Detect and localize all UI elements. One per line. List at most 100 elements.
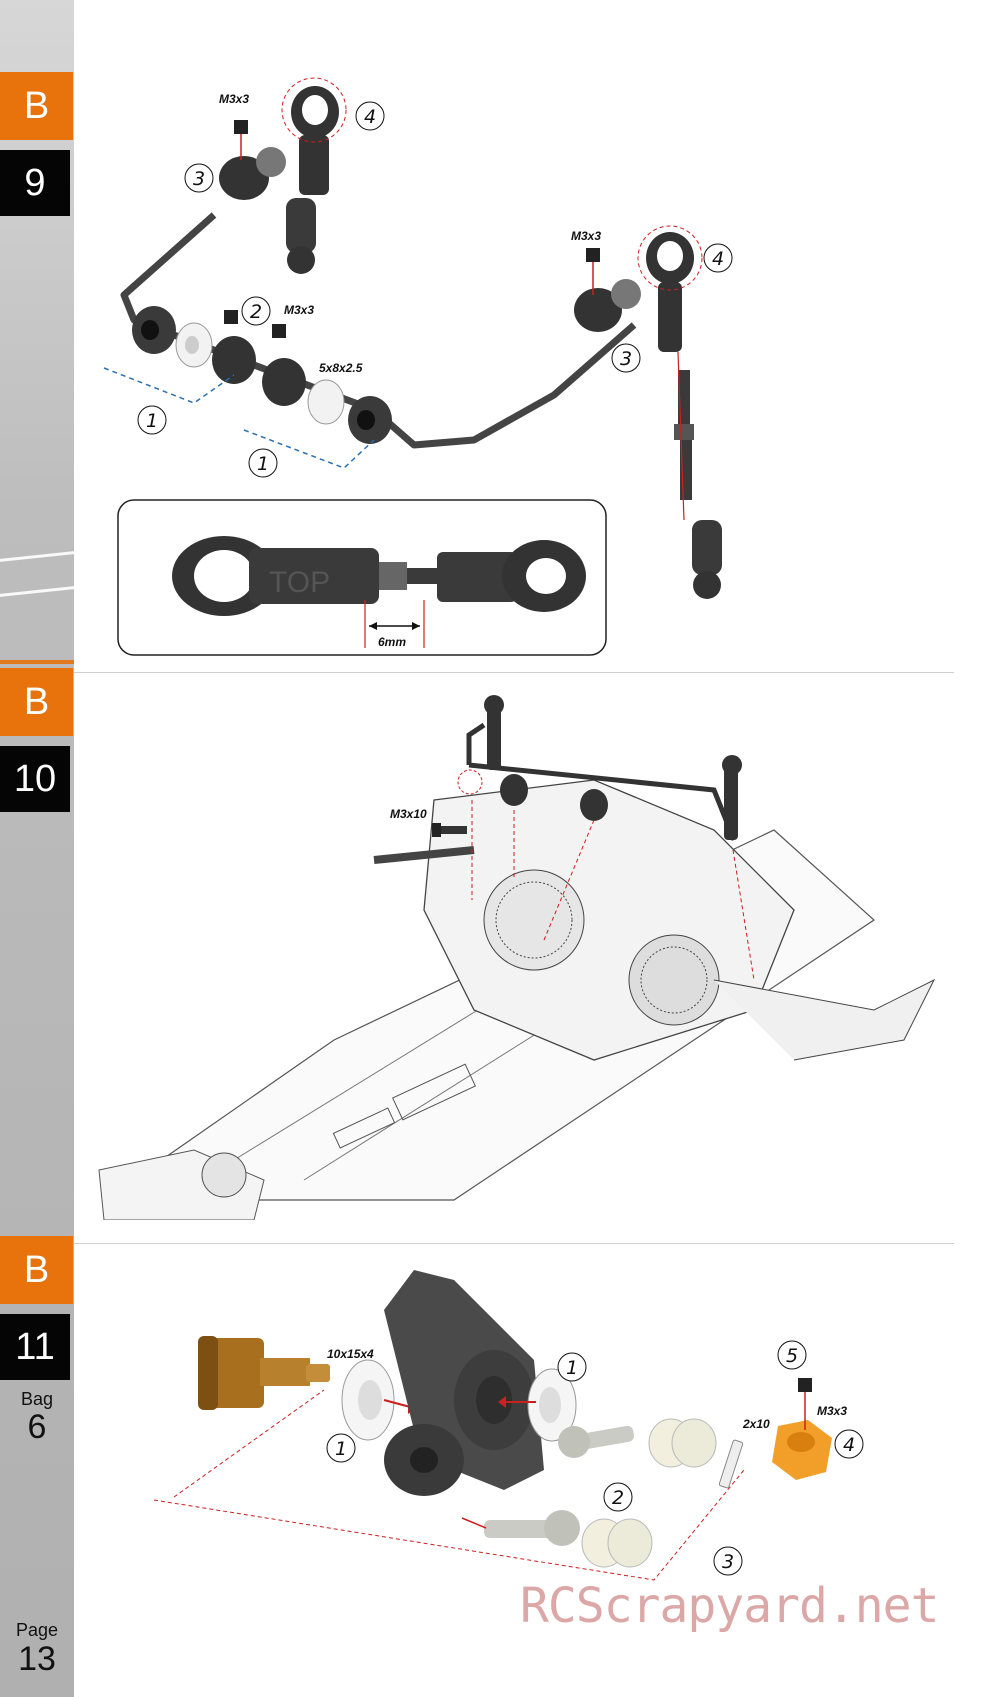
ball-stud	[484, 1510, 580, 1546]
step11-bearing-label: 10x15x4	[327, 1347, 374, 1361]
installed-link	[724, 760, 738, 840]
step-letter-9: B	[0, 72, 73, 140]
set-screw	[798, 1378, 812, 1392]
pulley	[628, 934, 720, 1026]
svg-text:5: 5	[786, 1345, 798, 1367]
wheel-hex	[772, 1420, 832, 1480]
callout-3: 3	[184, 163, 214, 193]
ball-stud	[574, 279, 641, 332]
step9-screw-label: M3x3	[571, 229, 601, 243]
step11-diagram: 10x15x4 2x10 M3x3 1 1 2 3 4 5	[153, 1270, 864, 1581]
set-screw	[234, 120, 248, 134]
callout-4: 4	[355, 101, 385, 131]
rod-end-link	[286, 86, 339, 274]
callout-4: 4	[703, 243, 733, 273]
step10-screw-label: M3x10	[390, 807, 427, 821]
ball-stud	[558, 1425, 634, 1458]
step-letter-11: B	[0, 1236, 73, 1304]
differential	[483, 869, 585, 971]
callout-3: 3	[611, 343, 641, 373]
page-label: Page	[15, 1620, 59, 1640]
chassis-slot	[332, 1107, 396, 1149]
callout-1: 1	[326, 1433, 356, 1463]
ball-cup	[581, 1518, 653, 1568]
svg-text:4: 4	[843, 1434, 855, 1456]
hub-carrier	[384, 1270, 544, 1496]
section-divider	[74, 1243, 954, 1244]
svg-text:1: 1	[566, 1357, 578, 1379]
bar-washer	[175, 322, 213, 368]
step-number-10: 10	[0, 746, 70, 812]
section-divider	[74, 672, 954, 673]
page-number: 13	[18, 1640, 56, 1678]
svg-text:4: 4	[364, 106, 376, 128]
installed-bar	[466, 722, 486, 765]
bar-collar	[348, 396, 392, 444]
svg-text:1: 1	[335, 1438, 347, 1460]
anti-roll-bar	[120, 212, 637, 449]
step9-screw-label: M3x3	[219, 92, 249, 106]
ball-stud	[219, 147, 286, 200]
sidebar-stripe	[0, 551, 74, 562]
callout-5: 5	[777, 1340, 807, 1370]
callout-2: 2	[241, 296, 271, 326]
step11-screw-label: M3x3	[817, 1404, 847, 1418]
step9-washer-label: 5x8x2.5	[319, 361, 363, 375]
step-number-11: 11	[0, 1314, 70, 1380]
watermark: RCScrapyard.net	[520, 1578, 939, 1634]
callout-ring	[281, 77, 347, 143]
callout-4: 4	[834, 1429, 864, 1459]
callout-line	[153, 1469, 745, 1581]
callout-1: 1	[137, 405, 167, 435]
sidebar	[0, 0, 74, 1697]
callout-1: 1	[557, 1352, 587, 1382]
bearing	[527, 1368, 577, 1442]
set-screw	[586, 248, 600, 262]
step-letter-10: B	[0, 668, 73, 736]
sidebar-accent-stripe	[0, 660, 74, 664]
svg-text:1: 1	[257, 453, 269, 475]
callout-2: 2	[603, 1482, 633, 1512]
installed-pivot	[580, 789, 608, 821]
ball-cup	[648, 1418, 717, 1468]
inset-dimension: 6mm	[378, 635, 406, 649]
bar-pivot	[262, 324, 306, 406]
chassis-slot	[392, 1063, 476, 1121]
inset-rod-text: TOP	[269, 566, 330, 599]
axle	[373, 846, 475, 864]
pin	[718, 1439, 744, 1489]
bag-label: Bag	[20, 1389, 54, 1409]
callout-line	[677, 351, 685, 521]
sidebar-stripe	[0, 586, 74, 597]
step9-diagram: M3x3 M3x3 M3x3 5x8x2.5 3 4 2 1 1 4 3 TOP…	[103, 77, 733, 656]
brand-logo: 747	[18, 1468, 62, 1588]
step10-diagram: M3x10	[98, 695, 936, 1220]
callout-3: 3	[713, 1546, 743, 1576]
installed-link	[487, 700, 501, 770]
bearing	[341, 1359, 395, 1441]
svg-text:2: 2	[250, 301, 262, 323]
link-length-inset: TOP 6mm	[117, 499, 607, 656]
svg-text:3: 3	[193, 168, 205, 190]
svg-text:4: 4	[712, 248, 724, 270]
svg-text:2: 2	[612, 1487, 624, 1509]
chassis-detail	[233, 999, 575, 1181]
installed-pivot	[500, 774, 528, 806]
guide-line	[103, 367, 235, 404]
svg-text:3: 3	[722, 1551, 734, 1573]
step-number-9: 9	[0, 150, 70, 216]
step9-screw-label: M3x3	[284, 303, 314, 317]
suspension-arm	[713, 978, 936, 1061]
bar-collar	[132, 306, 176, 354]
bar-washer	[307, 379, 345, 425]
bar-pivot	[212, 310, 256, 384]
m3x10-screw	[439, 826, 467, 834]
callout-1: 1	[248, 448, 278, 478]
svg-text:3: 3	[620, 348, 632, 370]
svg-text:1: 1	[146, 410, 158, 432]
step11-pin-label: 2x10	[742, 1417, 770, 1431]
bag-number: 6	[27, 1408, 47, 1446]
callout-line	[173, 1389, 325, 1498]
callout-ring	[637, 225, 703, 291]
drive-cup	[198, 1336, 330, 1410]
